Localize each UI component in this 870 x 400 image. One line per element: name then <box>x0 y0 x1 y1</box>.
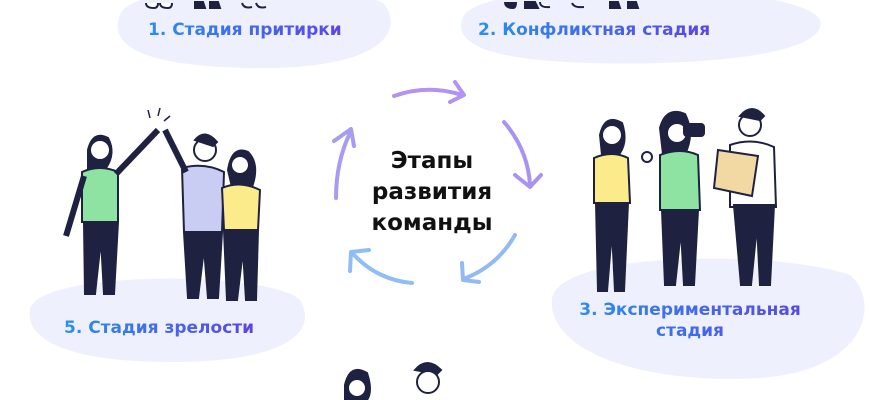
cycle-arrow-bottom-right <box>460 233 517 284</box>
cycle-arrow-left <box>332 127 356 200</box>
cycle-arrow-bottom-left <box>348 248 414 285</box>
stage-5-people <box>63 107 262 301</box>
stage-2-label: 2. Конфликтная стадия <box>478 20 711 40</box>
stage-4-people <box>344 362 443 400</box>
stage-1-blob <box>117 0 391 69</box>
cycle-arrow-right <box>502 120 543 189</box>
diagram-title: Этапы развития команды <box>352 146 512 239</box>
stage-1-label: 1. Стадия притирки <box>148 20 342 40</box>
stage-3-label: 3. Экспериментальная стадия <box>570 300 810 342</box>
title-line-1: Этапы <box>390 148 474 174</box>
stage-2-feet <box>504 0 640 10</box>
title-line-2: развития <box>371 179 493 205</box>
stage-1-feet <box>145 0 267 10</box>
stage-3-people <box>593 108 778 292</box>
stage-2-blob <box>461 0 821 64</box>
cycle-arrow-top <box>392 80 466 104</box>
title-line-3: команды <box>371 210 493 236</box>
stage-3-blob <box>551 258 865 379</box>
stage-5-label: 5. Стадия зрелости <box>64 318 255 338</box>
